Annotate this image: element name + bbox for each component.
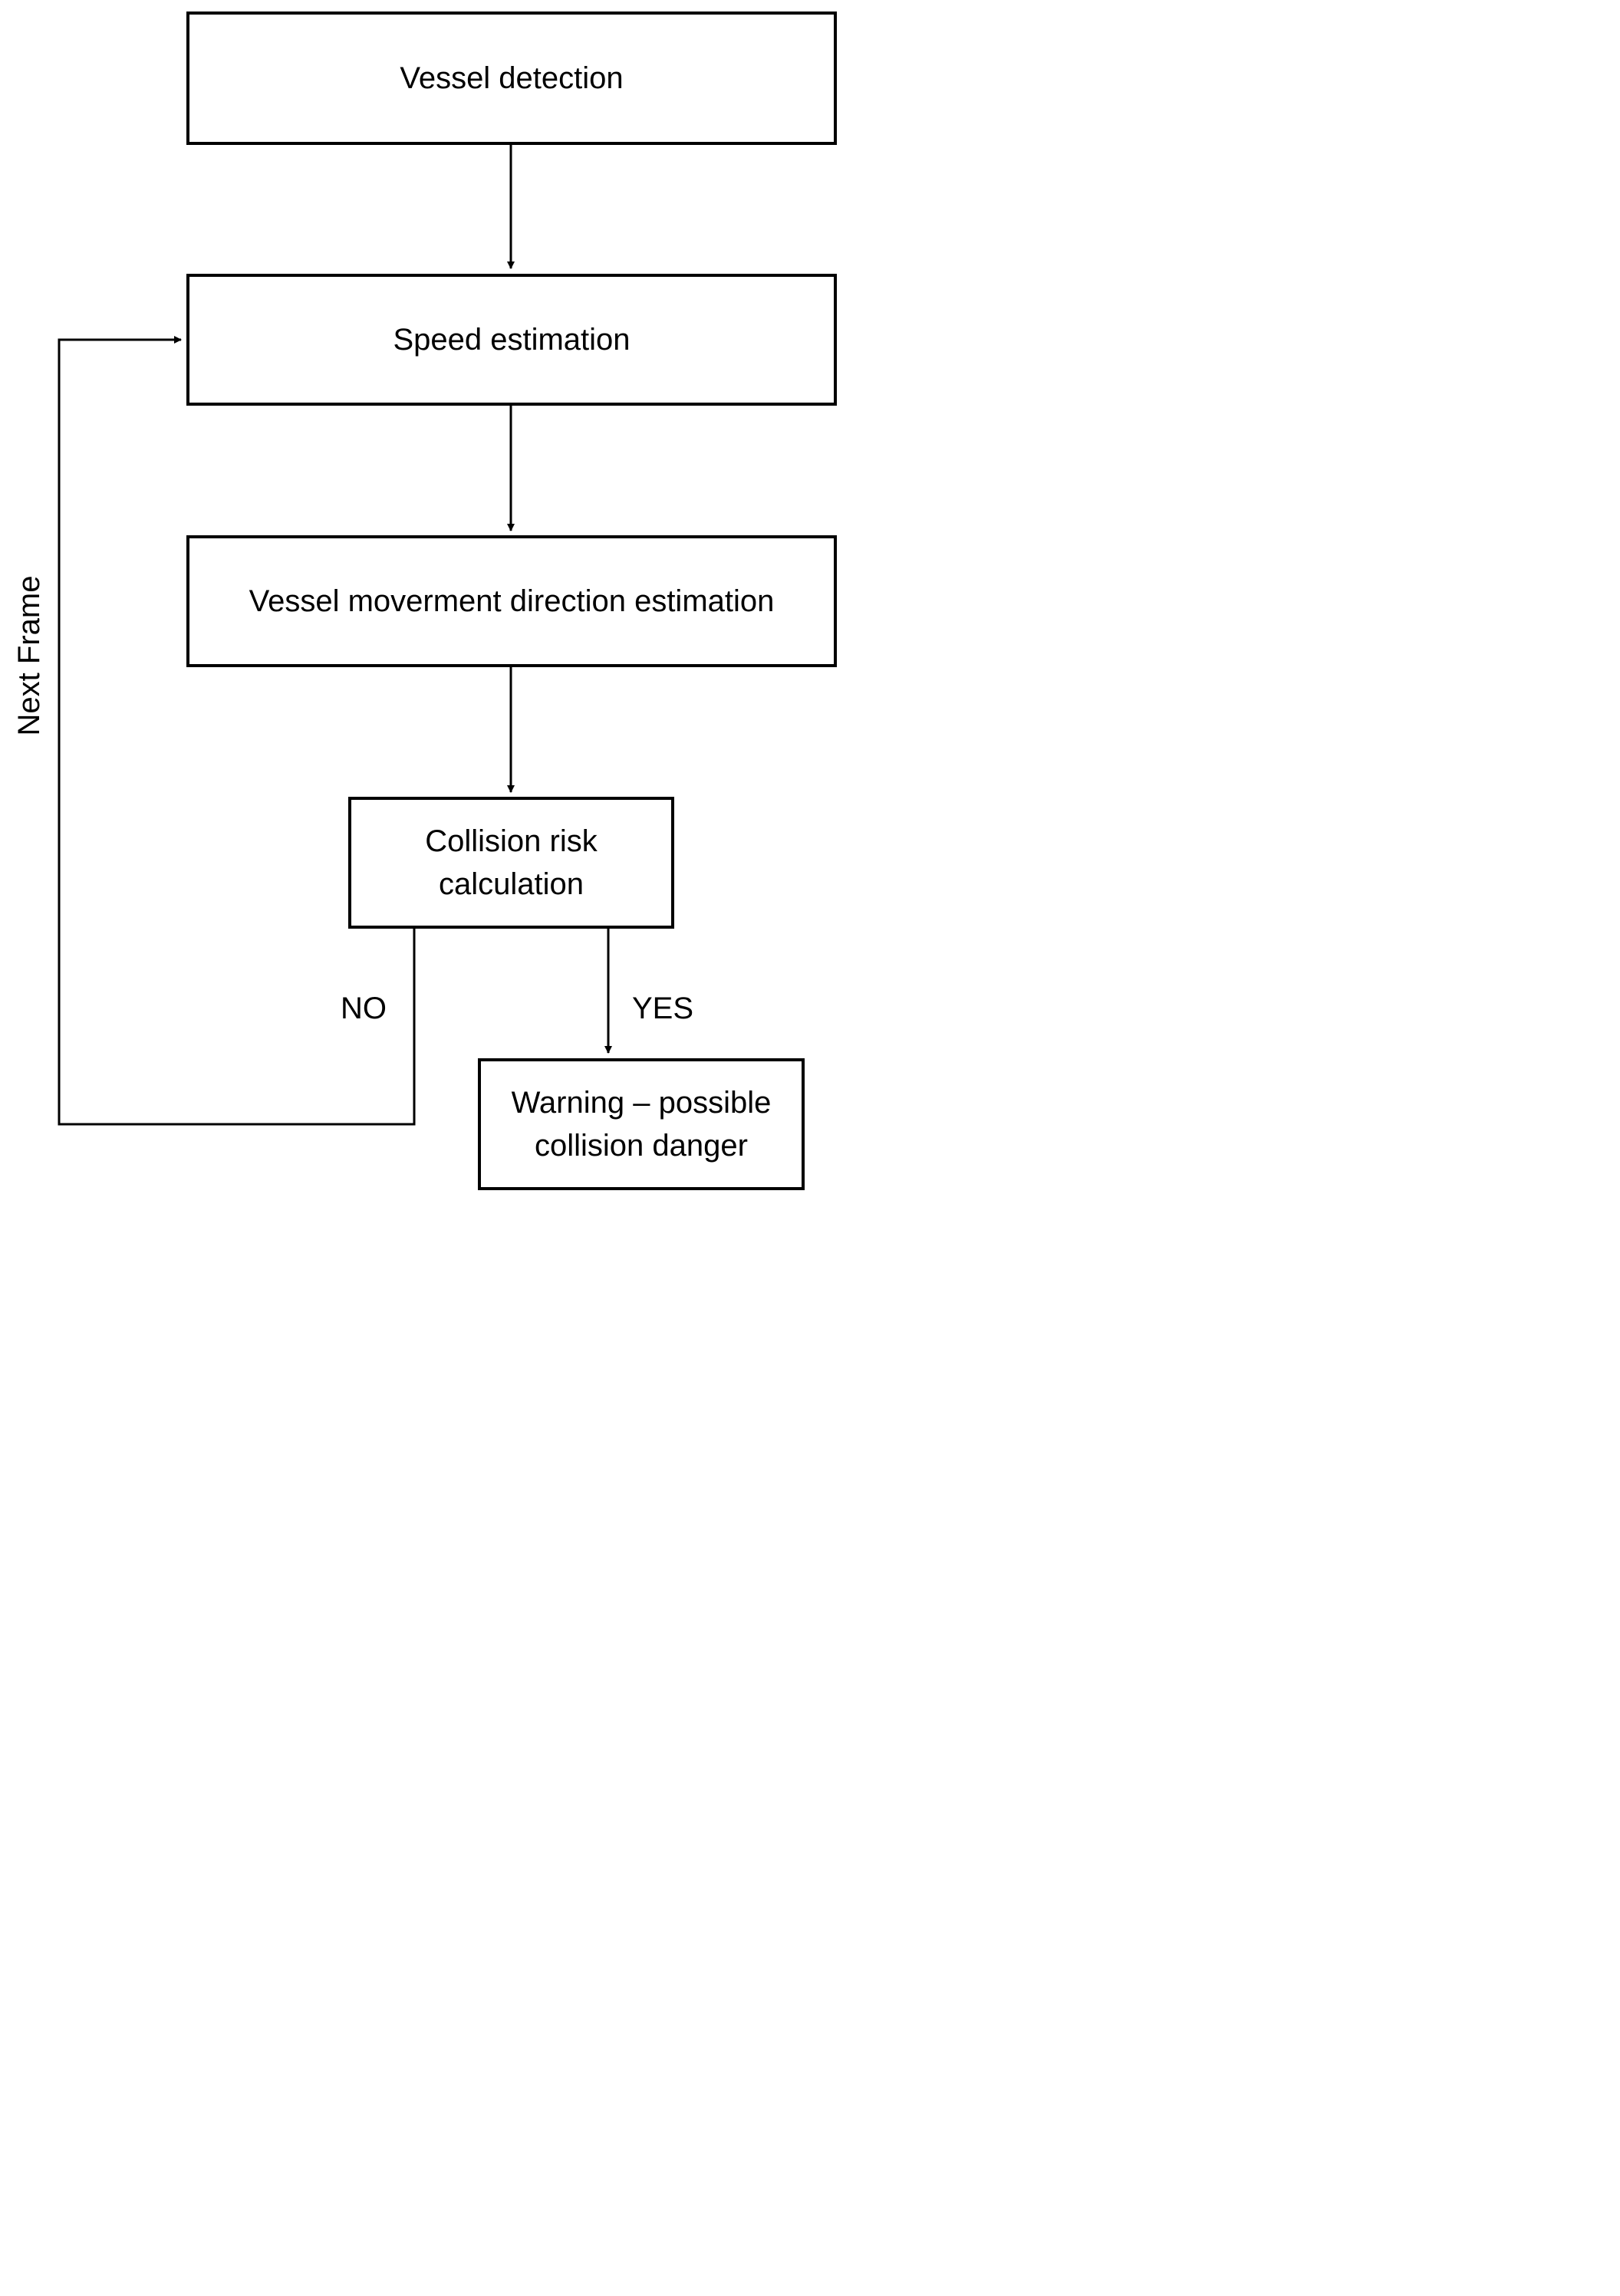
collision-risk-box: Collision risk calculation xyxy=(348,797,674,929)
speed-estimation-box: Speed estimation xyxy=(186,274,837,406)
yes-label: YES xyxy=(632,992,694,1025)
warning-label-line2: collision danger xyxy=(535,1129,748,1163)
direction-estimation-box: Vessel moverment direction estimation xyxy=(186,535,837,667)
no-label: NO xyxy=(341,992,387,1025)
direction-estimation-label: Vessel moverment direction estimation xyxy=(249,584,775,618)
collision-risk-label-line2: calculation xyxy=(438,867,584,901)
connectors xyxy=(58,144,612,1126)
warning-label-line1: Warning – possible xyxy=(511,1086,772,1120)
flowchart: Vessel detection Speed estimation Vessel… xyxy=(0,0,847,1202)
vessel-detection-box: Vessel detection xyxy=(186,12,837,145)
vessel-detection-label: Vessel detection xyxy=(400,61,624,95)
collision-risk-label-line1: Collision risk xyxy=(425,824,598,858)
warning-box: Warning – possible collision danger xyxy=(478,1058,805,1190)
speed-estimation-label: Speed estimation xyxy=(393,323,631,357)
next-frame-label: Next Frame xyxy=(12,575,46,736)
arrow-no-loop xyxy=(58,336,416,1126)
